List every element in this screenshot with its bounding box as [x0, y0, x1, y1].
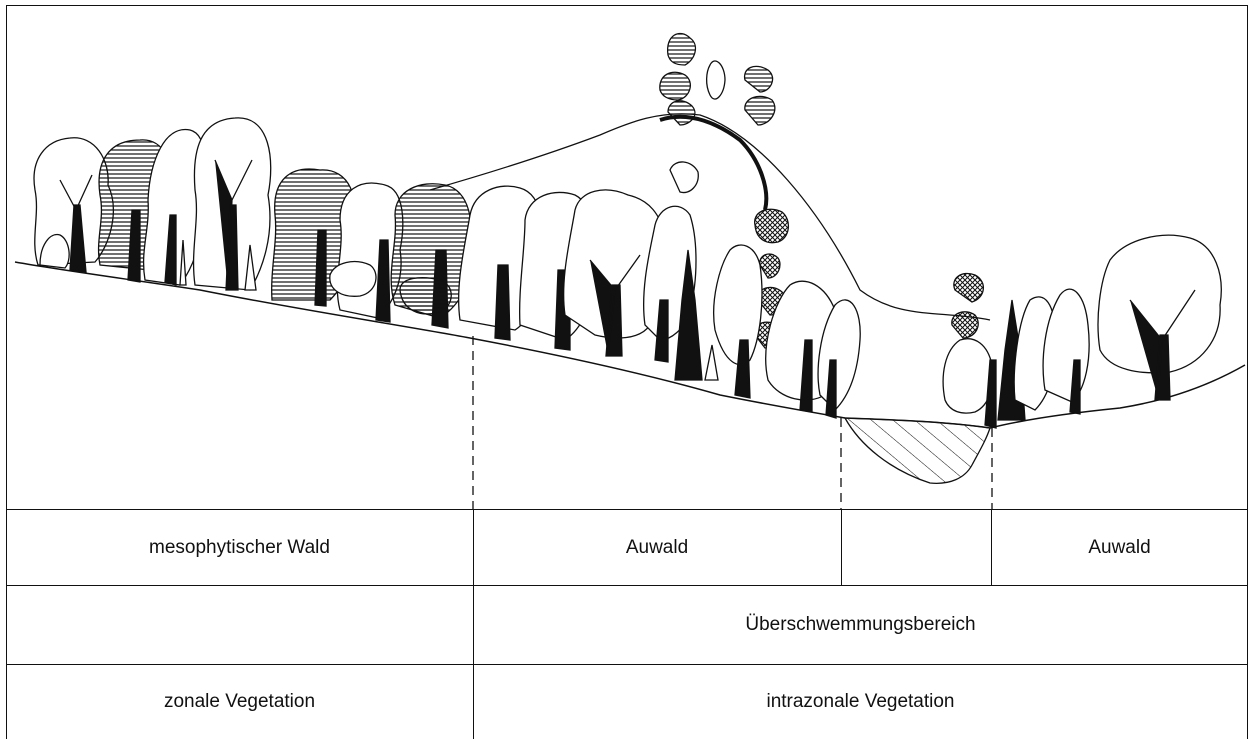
cell-empty	[6, 586, 473, 664]
label-auwald-1: Auwald	[626, 537, 688, 559]
cell-intrazonale-vegetation: intrazonale Vegetation	[473, 665, 1248, 739]
table-row-vegetation: mesophytischer Wald Auwald Auwald	[6, 509, 1248, 585]
vegetation-profile-illustration	[0, 0, 1253, 510]
label-auwald-2: Auwald	[1088, 537, 1150, 559]
label-mesophytischer-wald: mesophytischer Wald	[149, 537, 330, 559]
cell-river	[841, 510, 991, 585]
table-row-flooding: Überschwemmungsbereich	[6, 585, 1248, 664]
cell-ueberschwemmungsbereich: Überschwemmungsbereich	[473, 586, 1248, 664]
cell-zonale-vegetation: zonale Vegetation	[6, 665, 473, 739]
label-zonale-vegetation: zonale Vegetation	[164, 691, 315, 713]
table-row-zonation: zonale Vegetation intrazonale Vegetation	[6, 664, 1248, 739]
cell-mesophytischer-wald: mesophytischer Wald	[6, 510, 473, 585]
river-bed	[845, 418, 990, 483]
tree-group-auwald-1	[459, 186, 718, 380]
label-ueberschwemmungsbereich: Überschwemmungsbereich	[745, 614, 975, 636]
tree-group-auwald-2	[943, 235, 1221, 428]
label-intrazonale-vegetation: intrazonale Vegetation	[766, 691, 954, 713]
cell-auwald-2: Auwald	[991, 510, 1248, 585]
cell-auwald-1: Auwald	[473, 510, 841, 585]
tree-group-mesophytic	[34, 118, 471, 328]
